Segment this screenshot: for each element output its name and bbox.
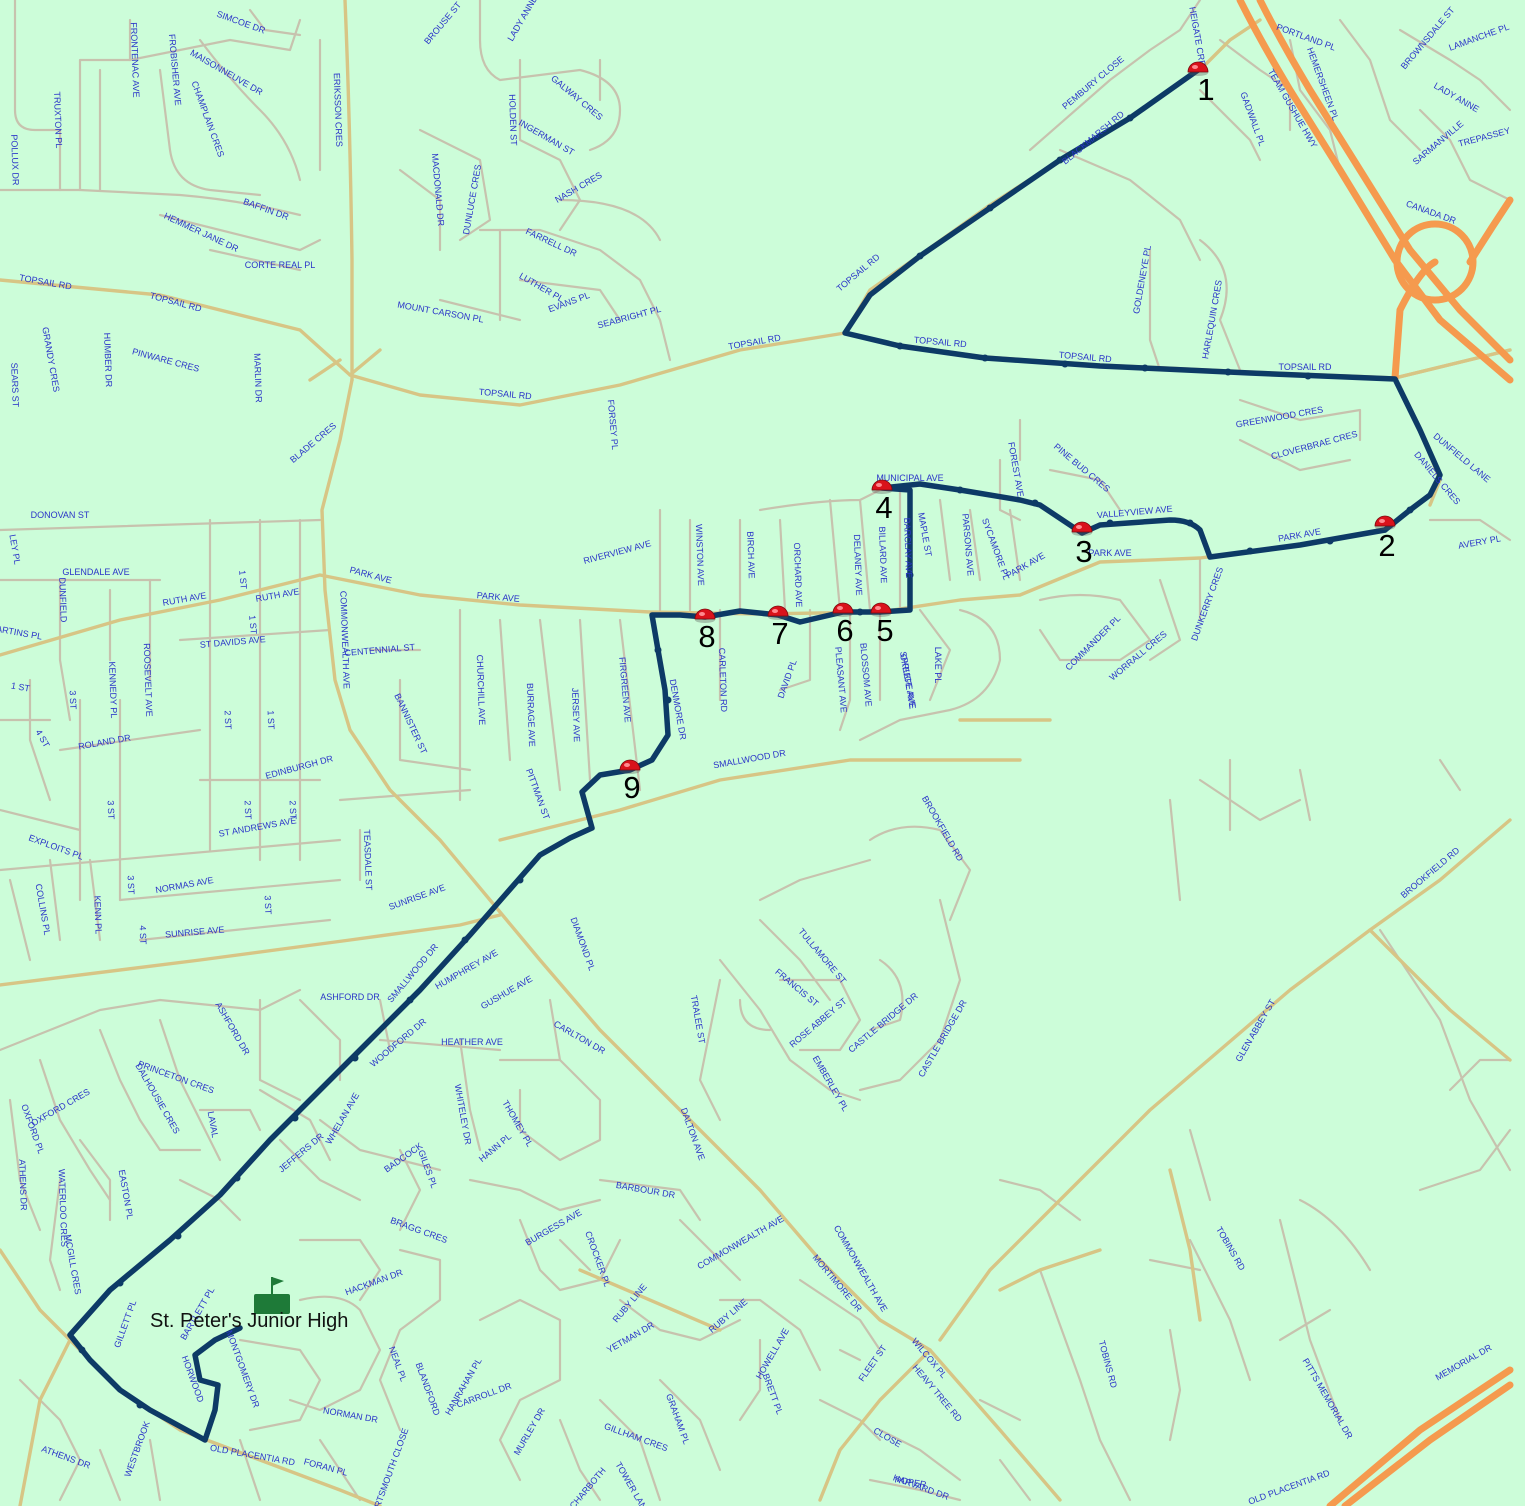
street-label: CARLETON RD — [717, 648, 729, 713]
stop-number: 4 — [875, 490, 892, 525]
bus-stops: 1 2 3 4 56 7 8 9 — [619, 61, 1396, 805]
street-label: TOPSAIL RD — [1278, 362, 1332, 372]
street-label: ROOSEVELT AVE — [142, 643, 155, 717]
street-label: MUNICIPAL AVE — [876, 473, 943, 483]
stop-pin-highlight — [1192, 65, 1198, 69]
street-label: BIRCH AVE — [745, 531, 757, 579]
street-label: FRONTENAC AVE — [129, 22, 142, 98]
street-label: WINSTON AVE — [694, 524, 706, 586]
street-label: LAKE PL — [933, 647, 943, 684]
stop-marker[interactable]: 8 — [694, 608, 716, 654]
street-label: DONOVAN ST — [31, 510, 90, 520]
street-label: 1 ST — [266, 710, 277, 730]
street-label: CHURCHILL AVE — [475, 654, 487, 725]
street-label: TOPSAIL RD — [1058, 350, 1112, 365]
street-label: JERSEY AVE — [570, 688, 582, 743]
street-label: HEATHER AVE — [441, 1037, 503, 1047]
street-label: BARCLAY AVE — [902, 517, 914, 578]
stop-number: 8 — [698, 619, 715, 654]
stop-marker[interactable]: 9 — [619, 759, 641, 805]
street-label: 2 ST — [288, 800, 299, 820]
street-label: BURRAGE AVE — [525, 683, 537, 747]
stop-marker[interactable]: 3 — [1071, 521, 1093, 569]
highway — [1236, 0, 1514, 1506]
stop-number: 7 — [771, 616, 788, 651]
stop-marker[interactable]: 7 — [767, 605, 789, 651]
street-label: KENNEDY PL — [107, 661, 119, 718]
bus-route — [67, 67, 1443, 1443]
stop-marker[interactable]: 2 — [1374, 515, 1396, 563]
street-label: GLENDALE AVE — [62, 567, 129, 577]
street-label: SEARS ST — [9, 362, 21, 407]
street-label: 3 ST — [263, 895, 274, 915]
stop-pin-highlight — [624, 763, 630, 767]
stop-number: 5 — [876, 613, 893, 648]
street-label: 3 ST — [106, 800, 117, 820]
street-label: 2 ST — [243, 800, 254, 820]
stop-pin-highlight — [876, 483, 882, 487]
street-label: COMMONWEALTH AVE — [338, 591, 351, 689]
stop-marker[interactable]: 4 — [871, 479, 893, 525]
street-label: TOPSAIL RD — [478, 387, 532, 402]
stop-pin-highlight — [837, 606, 843, 610]
street-label: KENN PL — [92, 895, 103, 934]
street-label: 1 ST — [10, 680, 31, 693]
stop-marker[interactable]: 1 — [1187, 61, 1215, 107]
school-label: St. Peter's Junior High — [150, 1310, 348, 1332]
street-label: MARLIN DR — [252, 353, 264, 403]
stop-marker[interactable]: 6 — [832, 602, 854, 648]
stop-number: 6 — [836, 613, 853, 648]
stop-pin-highlight — [699, 612, 705, 616]
street-label: 1 ST — [247, 615, 259, 635]
street-label: FORSEY PL — [606, 399, 620, 450]
stop-pin-highlight — [1379, 519, 1385, 523]
flag-icon — [254, 1277, 290, 1314]
stop-number: 2 — [1378, 528, 1395, 563]
street-label: PARK AVE — [476, 590, 520, 604]
stop-marker[interactable]: 5 — [870, 602, 894, 648]
stop-pin-highlight — [772, 609, 778, 613]
street-label: CORTE REAL PL — [245, 260, 316, 270]
school-marker[interactable]: St. Peter's Junior High — [150, 1277, 348, 1332]
street-label: TRUXTON PL — [52, 91, 64, 148]
street-label: HOLDEN ST — [507, 94, 519, 146]
route-direction-arrows — [78, 114, 1414, 1409]
stop-number: 3 — [1075, 534, 1092, 569]
street-label: TOPSAIL RD — [913, 335, 967, 350]
street-label: 3 ST — [68, 690, 79, 710]
street-label: PARK AVE — [1088, 548, 1131, 558]
stop-pin-highlight — [1076, 525, 1082, 529]
stop-number: 1 — [1197, 72, 1214, 107]
street-label: HUMBER DR — [102, 332, 114, 387]
street-label: ATHENS DR — [17, 1159, 29, 1211]
street-label: DELANEY AVE — [852, 534, 864, 596]
street-label: BILLARD AVE — [877, 526, 889, 583]
street-label: LAVAL — [206, 1110, 220, 1138]
street-label: 1 ST — [237, 570, 249, 590]
street-label: POLLUX DR — [9, 134, 21, 186]
street-label: TEASDALE ST — [362, 829, 374, 891]
route-line-park — [877, 481, 1388, 615]
street-label: 4 ST — [138, 925, 149, 945]
street-label: ORCHARD AVE — [792, 542, 804, 607]
route-line-west — [67, 608, 883, 1443]
street-label: 3 ST — [126, 875, 137, 895]
street-label: 2 ST — [223, 710, 234, 730]
stop-pin-highlight — [875, 606, 881, 610]
street-label: ERIKSSON CRES — [332, 73, 345, 147]
stop-number: 9 — [623, 770, 640, 805]
street-label: ASHFORD DR — [320, 992, 380, 1002]
street-label: WATERLOO CRES — [57, 1169, 70, 1247]
street-label: DUNFIELD — [57, 577, 69, 623]
